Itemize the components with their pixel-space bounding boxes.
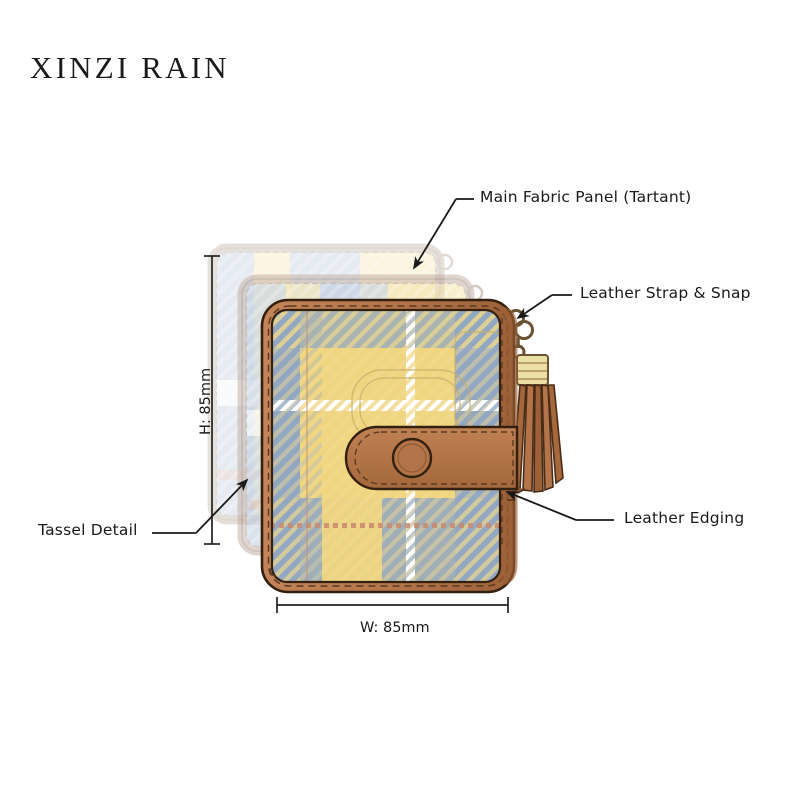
annotation-tassel-detail: Tassel Detail — [38, 521, 138, 539]
leader-leather-edging — [505, 491, 614, 521]
height-dimension-line — [204, 255, 220, 545]
leader-main-fabric-panel — [413, 198, 474, 270]
annotation-main-fabric-panel: Main Fabric Panel (Tartant) — [480, 188, 692, 206]
brand-logo: XINZI RAIN — [30, 50, 230, 85]
leader-leather-strap-snap — [516, 294, 572, 320]
dimension-width-label: W: 85mm — [360, 620, 430, 636]
annotation-leather-strap-snap: Leather Strap & Snap — [580, 284, 751, 302]
width-dimension-line — [276, 597, 509, 613]
annotation-leather-edging: Leather Edging — [624, 509, 745, 527]
leader-tassel-detail — [152, 478, 249, 534]
dimension-height-label: H: 85mm — [198, 367, 214, 435]
